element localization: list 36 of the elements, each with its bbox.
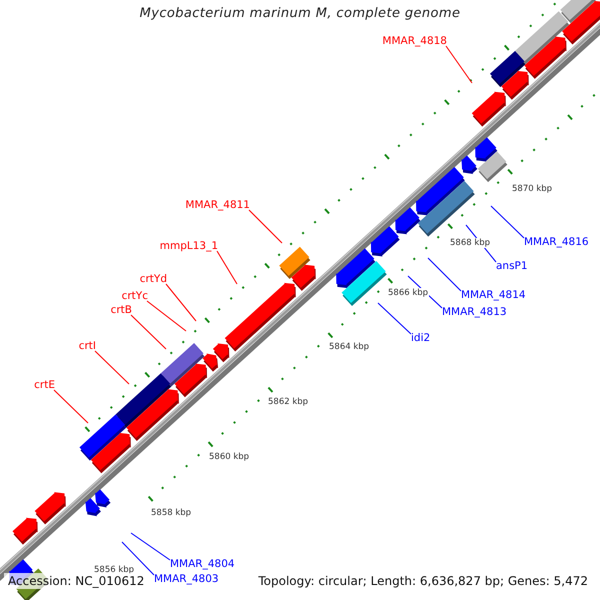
gene-label: MMAR_4818 <box>382 35 447 47</box>
gene-label: MMAR_4803 <box>154 573 219 585</box>
gene-label: MMAR_4816 <box>524 236 589 248</box>
scale-label: 5858 kbp <box>150 508 192 518</box>
leader-line <box>216 250 238 284</box>
leader-line <box>130 314 166 350</box>
leader-line <box>378 302 412 334</box>
gene-label: idi2 <box>411 332 430 344</box>
leader-line <box>428 258 462 292</box>
map-title: Mycobacterium marinum M, complete genome <box>138 6 462 21</box>
gene-label: MMAR_4813 <box>442 306 507 318</box>
gene-label: MMAR_4814 <box>461 289 526 301</box>
gene-label: crtE <box>34 379 55 391</box>
gene-label: crtB <box>110 304 132 316</box>
gene-label: MMAR_4804 <box>170 558 235 570</box>
scale-label: 5862 kbp <box>267 397 310 407</box>
gene-label: MMAR_4811 <box>185 199 250 211</box>
leader-line <box>166 284 196 322</box>
leader-line <box>146 300 186 332</box>
leader-line <box>94 350 130 384</box>
leader-line <box>54 390 88 424</box>
leader-line <box>490 206 524 238</box>
gene-label: mmpL13_1 <box>160 240 218 252</box>
scale-label: 5864 kbp <box>328 342 370 352</box>
scale-label: 5870 kbp <box>511 184 554 194</box>
leader-line <box>122 542 154 576</box>
leader-line <box>130 532 170 560</box>
gene-label: crtYd <box>140 273 167 285</box>
scale-label: 5860 kbp <box>208 452 250 462</box>
gene-label: crtYc <box>122 290 148 302</box>
gene-label: crtI <box>78 340 96 352</box>
scale-label: 5868 kbp <box>449 238 492 248</box>
scale-label: 5866 kbp <box>387 288 430 298</box>
leader-line <box>446 46 472 84</box>
gene-label: ansP1 <box>496 260 528 272</box>
leader-line <box>248 210 282 244</box>
